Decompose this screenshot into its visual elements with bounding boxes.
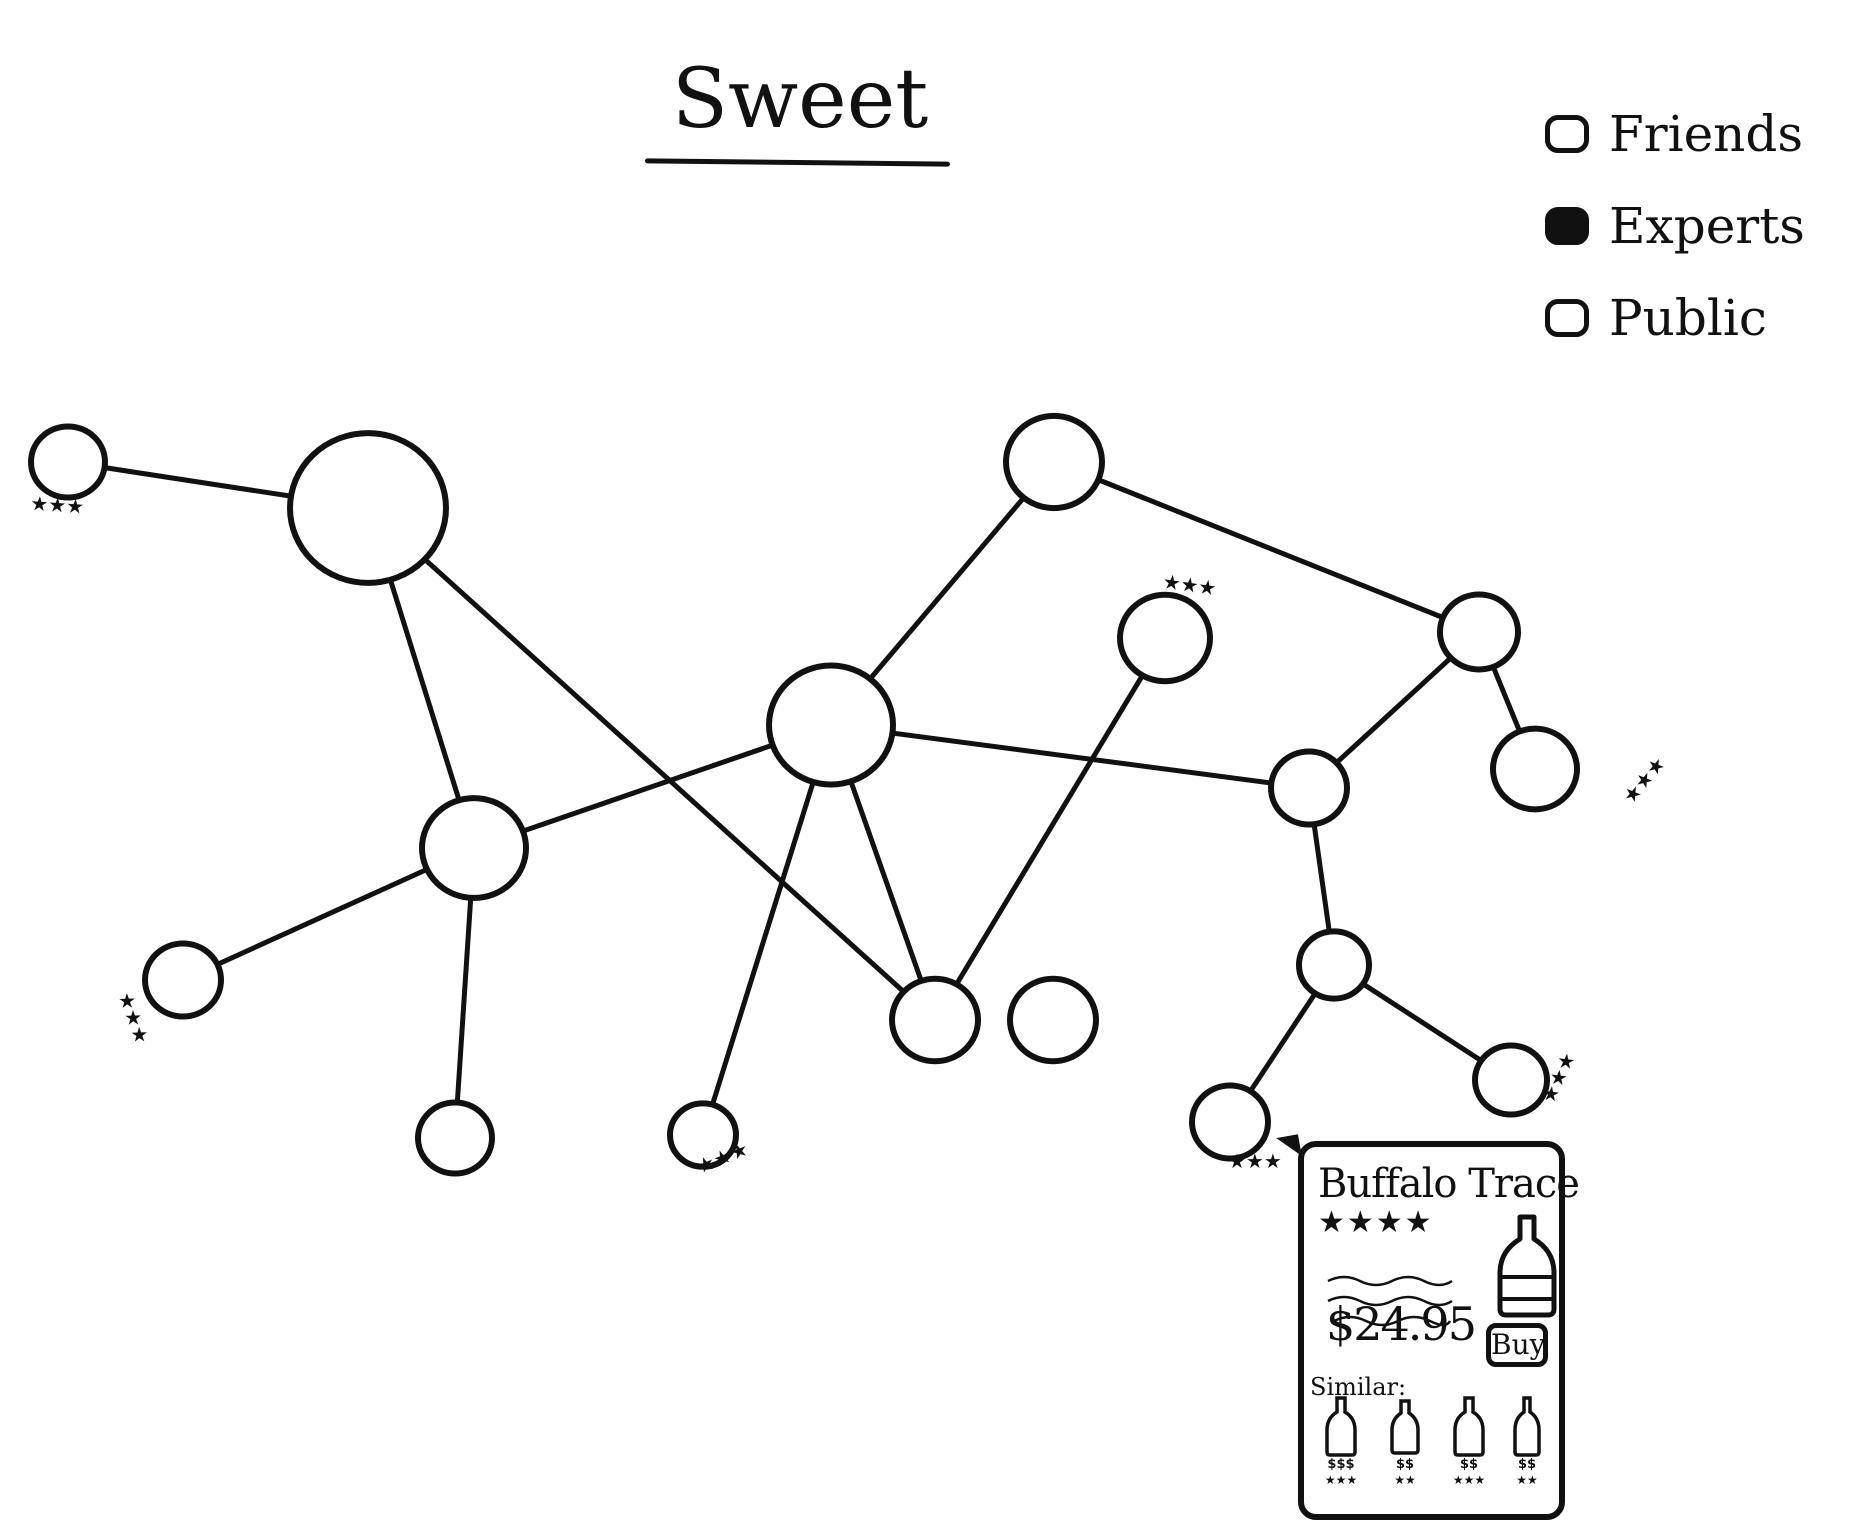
similar-stars: ★★★ [1324,1473,1358,1487]
graph-node[interactable] [1003,412,1105,512]
graph-node[interactable] [1296,928,1372,1002]
graph-edge [1051,459,1482,635]
product-description-scribble [1327,1275,1453,1327]
graph-node[interactable] [1268,748,1350,828]
legend-swatch-experts [1545,207,1589,245]
graph-node-circle[interactable] [1296,928,1372,1002]
graph-node-circle[interactable] [1007,975,1099,1065]
product-popup-card[interactable]: Buffalo Trace ★★★★ $24.95 Buy Similar: $… [1298,1141,1580,1520]
similar-stars: ★★★ [1452,1473,1486,1487]
graph-edge [700,722,834,1138]
product-price: $24.95 [1326,1297,1477,1351]
buy-button[interactable]: Buy [1486,1323,1548,1367]
similar-price: $$ [1459,1457,1479,1472]
graph-node-circle[interactable] [766,662,896,788]
similar-price: $$ [1395,1457,1415,1472]
graph-node[interactable] [1437,591,1521,673]
product-rating-stars: ★★★★ [1318,1205,1434,1240]
legend-item-friends[interactable]: Friends [1545,88,1845,180]
graph-node[interactable] [766,662,896,788]
graph-node-circle[interactable] [415,1099,495,1177]
legend-label: Friends [1609,105,1804,163]
graph-node[interactable]: ★★★ [667,1100,752,1179]
graph-node-circle[interactable] [1490,725,1580,813]
graph-node[interactable]: ★★★ [1490,725,1670,813]
graph-node-circle[interactable] [667,1100,739,1170]
legend-swatch-public [1545,299,1589,337]
graph-edge [828,722,1312,791]
bottle-icon [1497,1214,1557,1318]
graph-node[interactable]: ★★★ [1472,1042,1580,1118]
graph-nodes: ★★★ ★★★ ★★★ ★★★ ★★★ ★★★ ★★★ [28,412,1670,1179]
graph-node-circle[interactable] [889,975,981,1065]
node-rating-stars: ★★★ [1617,752,1670,809]
graph-node-circle[interactable] [1437,591,1521,673]
graph-node-circle[interactable] [142,940,224,1020]
graph-node[interactable] [419,795,529,901]
graph-node[interactable] [889,975,981,1065]
node-rating-stars: ★★★ [1228,1149,1282,1173]
legend-item-public[interactable]: Public [1545,272,1845,364]
graph-node-circle[interactable] [1189,1082,1271,1162]
node-rating-stars: ★★★ [30,491,85,519]
legend-label: Public [1609,289,1767,347]
graph-node[interactable]: ★★★ [28,423,108,519]
graph-node[interactable] [1007,975,1099,1065]
similar-label: Similar: [1310,1373,1407,1401]
graph-node-circle[interactable] [287,430,449,586]
legend-label: Experts [1609,197,1805,255]
bottle-icon [1390,1399,1420,1455]
similar-item[interactable]: $$ ★★ [1502,1395,1552,1515]
legend: Friends Experts Public [1545,88,1845,364]
graph-node-circle[interactable] [1117,591,1213,685]
graph-node-circle[interactable] [1003,412,1105,512]
graph-node[interactable]: ★★★ [1189,1082,1282,1173]
bottle-icon [1453,1396,1485,1457]
graph-node[interactable] [287,430,449,586]
graph-node-circle[interactable] [28,423,108,501]
graph-node[interactable]: ★★★ [113,940,224,1048]
bottle-icon [1513,1396,1541,1457]
graph-node-circle[interactable] [1472,1042,1550,1118]
similar-item[interactable]: $$ ★★ [1380,1395,1430,1515]
page-title: Sweet [671,52,929,147]
similar-price: $$$ [1327,1457,1355,1472]
similar-list: $$$ ★★★ $$ ★★ $$ ★★★ $$ [1316,1395,1556,1515]
graph-node-circle[interactable] [1268,748,1350,828]
similar-stars: ★★ [1394,1473,1416,1487]
graph-node[interactable]: ★★★ [1117,569,1218,685]
similar-stars: ★★ [1516,1473,1538,1487]
similar-price: $$ [1517,1457,1537,1472]
product-name: Buffalo Trace [1318,1161,1580,1207]
legend-item-experts[interactable]: Experts [1545,180,1845,272]
graph-edge [365,505,938,1023]
graph-node-circle[interactable] [419,795,529,901]
bottle-icon [1325,1396,1357,1457]
graph-edge [932,635,1168,1023]
graph-node[interactable] [415,1099,495,1177]
legend-swatch-friends [1545,115,1589,153]
similar-item[interactable]: $$ ★★★ [1444,1395,1494,1515]
similar-item[interactable]: $$$ ★★★ [1316,1395,1366,1515]
